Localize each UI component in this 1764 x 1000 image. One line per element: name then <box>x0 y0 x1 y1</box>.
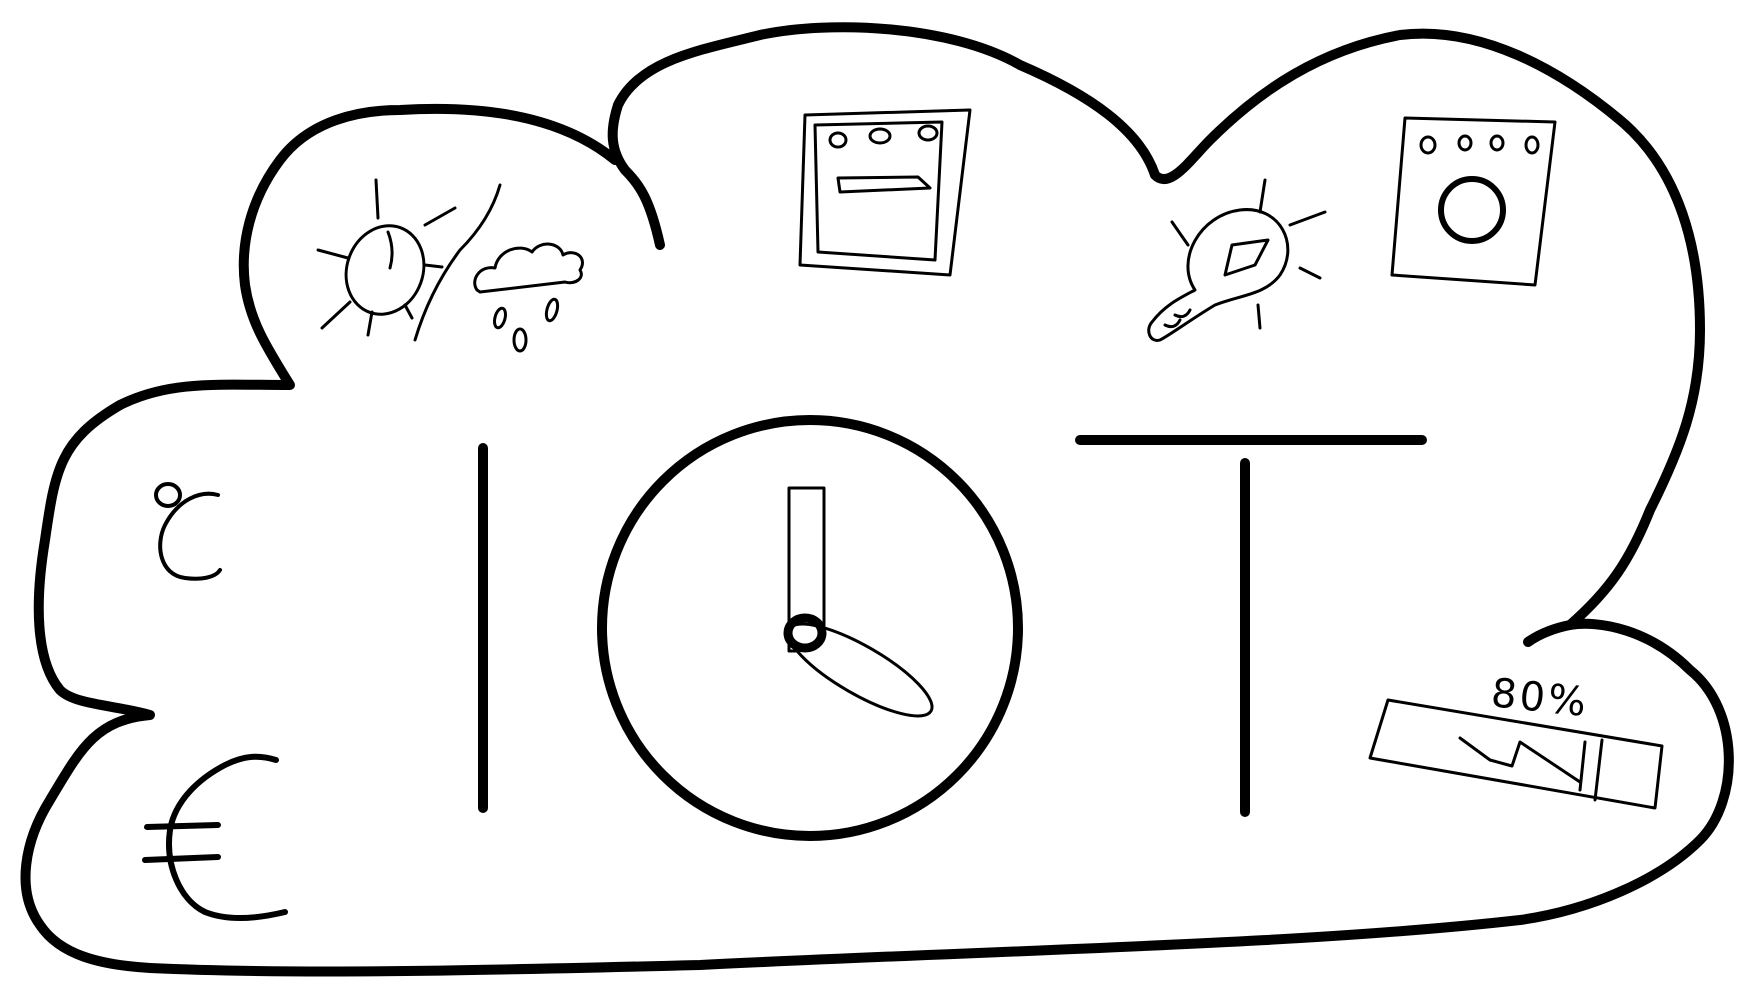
temperature-unit <box>154 482 222 581</box>
battery-icon: 80% <box>1368 670 1664 810</box>
lightbulb-icon <box>1147 178 1327 342</box>
battery-percent: 80% <box>1489 670 1591 726</box>
letter-t <box>1075 435 1427 817</box>
cloud-outline <box>20 22 1734 977</box>
clock-icon <box>597 415 1023 841</box>
oven-icon <box>798 108 972 277</box>
cloud-edge-detail <box>1523 620 1575 647</box>
currency-symbol <box>142 753 288 922</box>
washing-machine-icon <box>1390 116 1557 287</box>
weather-icon <box>316 178 584 353</box>
